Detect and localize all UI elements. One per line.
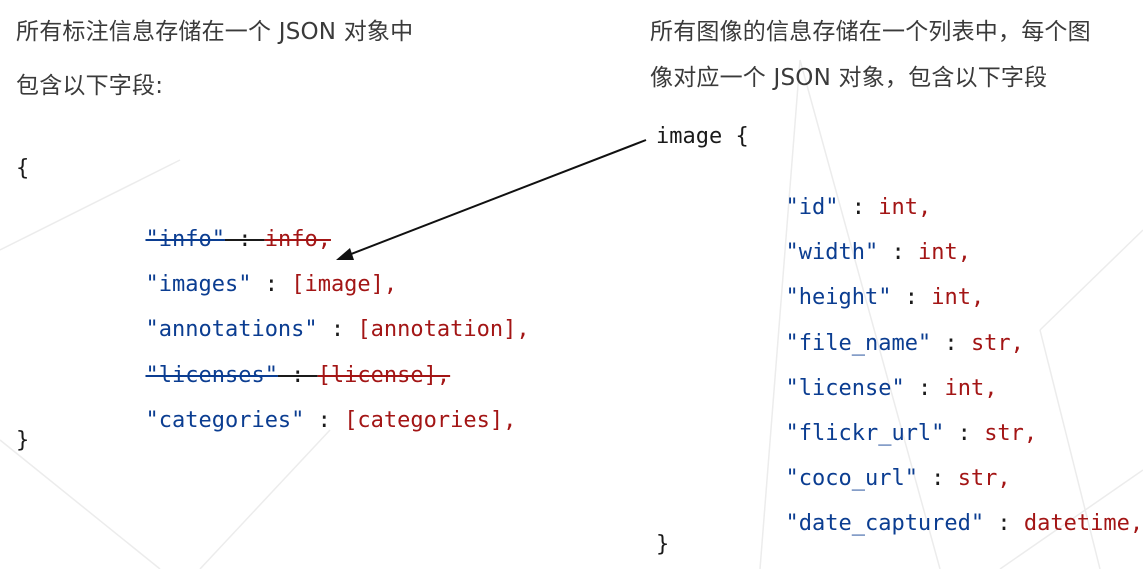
open-brace: { <box>16 156 30 181</box>
field-value: [image], <box>291 272 398 297</box>
field-licenses: "licenses" : [license], <box>66 338 450 413</box>
field-separator: : <box>904 376 945 401</box>
field-license: "license" : int, <box>706 351 997 426</box>
field-info: "info" : info, <box>66 202 331 277</box>
field-flickr-url: "flickr_url" : str, <box>706 396 1037 471</box>
field-separator: : <box>944 421 985 446</box>
field-key: "width" <box>785 240 879 265</box>
field-value: int, <box>931 285 985 310</box>
field-value: datetime, <box>1023 511 1143 536</box>
field-images: "images" : [image], <box>66 247 397 322</box>
field-separator: : <box>931 331 971 356</box>
right-description-line1: 所有图像的信息存储在一个列表中，每个图 <box>650 19 1091 45</box>
field-separator: : <box>891 285 932 310</box>
field-separator: : <box>984 511 1024 536</box>
field-annotations: "annotations" : [annotation], <box>66 292 530 367</box>
field-separator: : <box>917 466 958 491</box>
close-brace: } <box>656 532 670 557</box>
field-separator: : <box>317 317 358 342</box>
field-key: "license" <box>785 376 905 401</box>
field-value: [annotation], <box>357 317 530 342</box>
field-value: [categories], <box>344 408 517 433</box>
field-value: int, <box>878 195 932 220</box>
image-json-block: image { "id" : int, "width" : int, "heig… <box>656 124 1143 557</box>
field-value: info, <box>264 227 331 252</box>
field-separator: : <box>878 240 918 265</box>
field-id: "id" : int, <box>706 170 931 245</box>
field-separator: : <box>251 272 292 297</box>
field-value: str, <box>984 421 1038 446</box>
field-separator: : <box>277 363 318 388</box>
right-description-line2: 像对应一个 JSON 对象，包含以下字段 <box>650 65 1048 91</box>
field-value: str, <box>970 331 1024 356</box>
field-width: "width" : int, <box>706 215 971 290</box>
field-file-name: "file_name" : str, <box>706 306 1024 381</box>
field-value: int, <box>944 376 998 401</box>
field-key: "height" <box>785 285 892 310</box>
field-key: "id" <box>785 195 839 220</box>
left-description-line2: 包含以下字段: <box>16 73 164 99</box>
field-separator: : <box>304 408 345 433</box>
field-key: "date_captured" <box>785 511 985 536</box>
left-description-line1: 所有标注信息存储在一个 JSON 对象中 <box>16 19 414 45</box>
field-value: int, <box>917 240 971 265</box>
field-key: "licenses" <box>145 363 278 388</box>
field-key: "images" <box>145 272 252 297</box>
field-height: "height" : int, <box>706 260 984 335</box>
field-key: "coco_url" <box>785 466 918 491</box>
field-key: "flickr_url" <box>785 421 945 446</box>
field-separator: : <box>838 195 879 220</box>
field-key: "categories" <box>145 408 305 433</box>
field-date-captured: "date_captured" : datetime, <box>706 486 1143 561</box>
field-value: str, <box>957 466 1011 491</box>
field-categories: "categories" : [categories], <box>66 383 516 458</box>
field-value: [license], <box>317 363 451 388</box>
field-key: "file_name" <box>785 331 932 356</box>
field-key: "annotations" <box>145 317 318 342</box>
field-coco-url: "coco_url" : str, <box>706 441 1011 516</box>
annotation-json-block: { "info" : info, "images" : [image], "an… <box>16 156 530 531</box>
close-brace: } <box>16 428 30 453</box>
field-separator: : <box>224 227 265 252</box>
field-key: "info" <box>145 227 225 252</box>
image-header: image { <box>656 124 749 149</box>
